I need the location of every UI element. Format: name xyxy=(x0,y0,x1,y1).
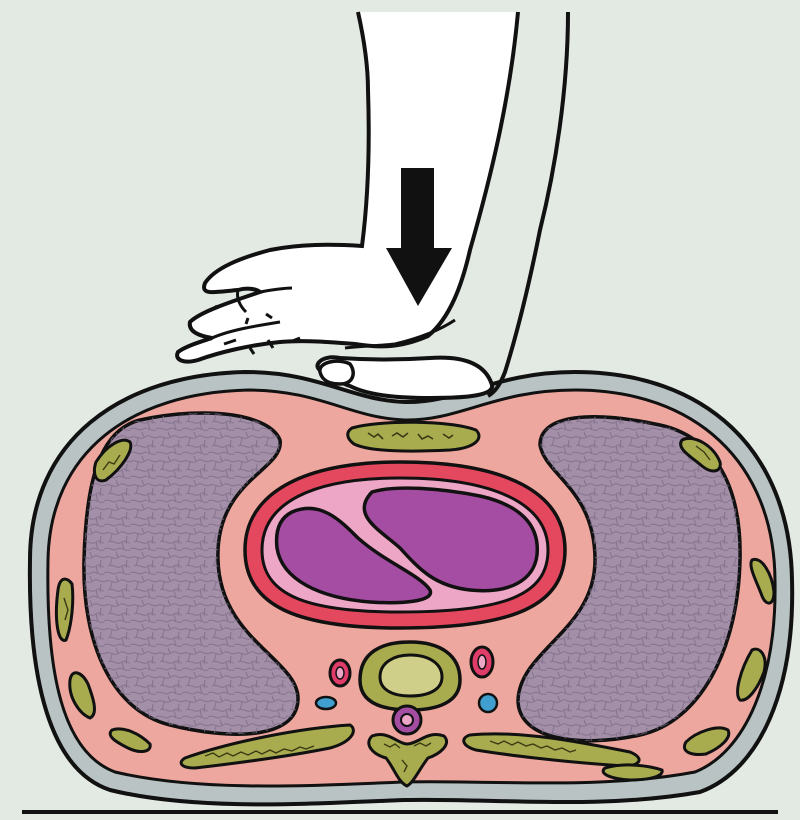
vertebral-body-inner xyxy=(380,655,442,696)
vein-right xyxy=(479,694,497,712)
rib-right-6 xyxy=(603,765,662,780)
sternum xyxy=(348,422,479,451)
hand-and-forearm xyxy=(177,12,518,362)
vein-left xyxy=(316,697,336,709)
vessel-right-inner xyxy=(478,655,486,669)
vessel-left-inner xyxy=(336,667,344,679)
knuckle xyxy=(320,361,353,384)
spinal-cord xyxy=(401,714,413,726)
rib-left-2 xyxy=(56,579,72,640)
